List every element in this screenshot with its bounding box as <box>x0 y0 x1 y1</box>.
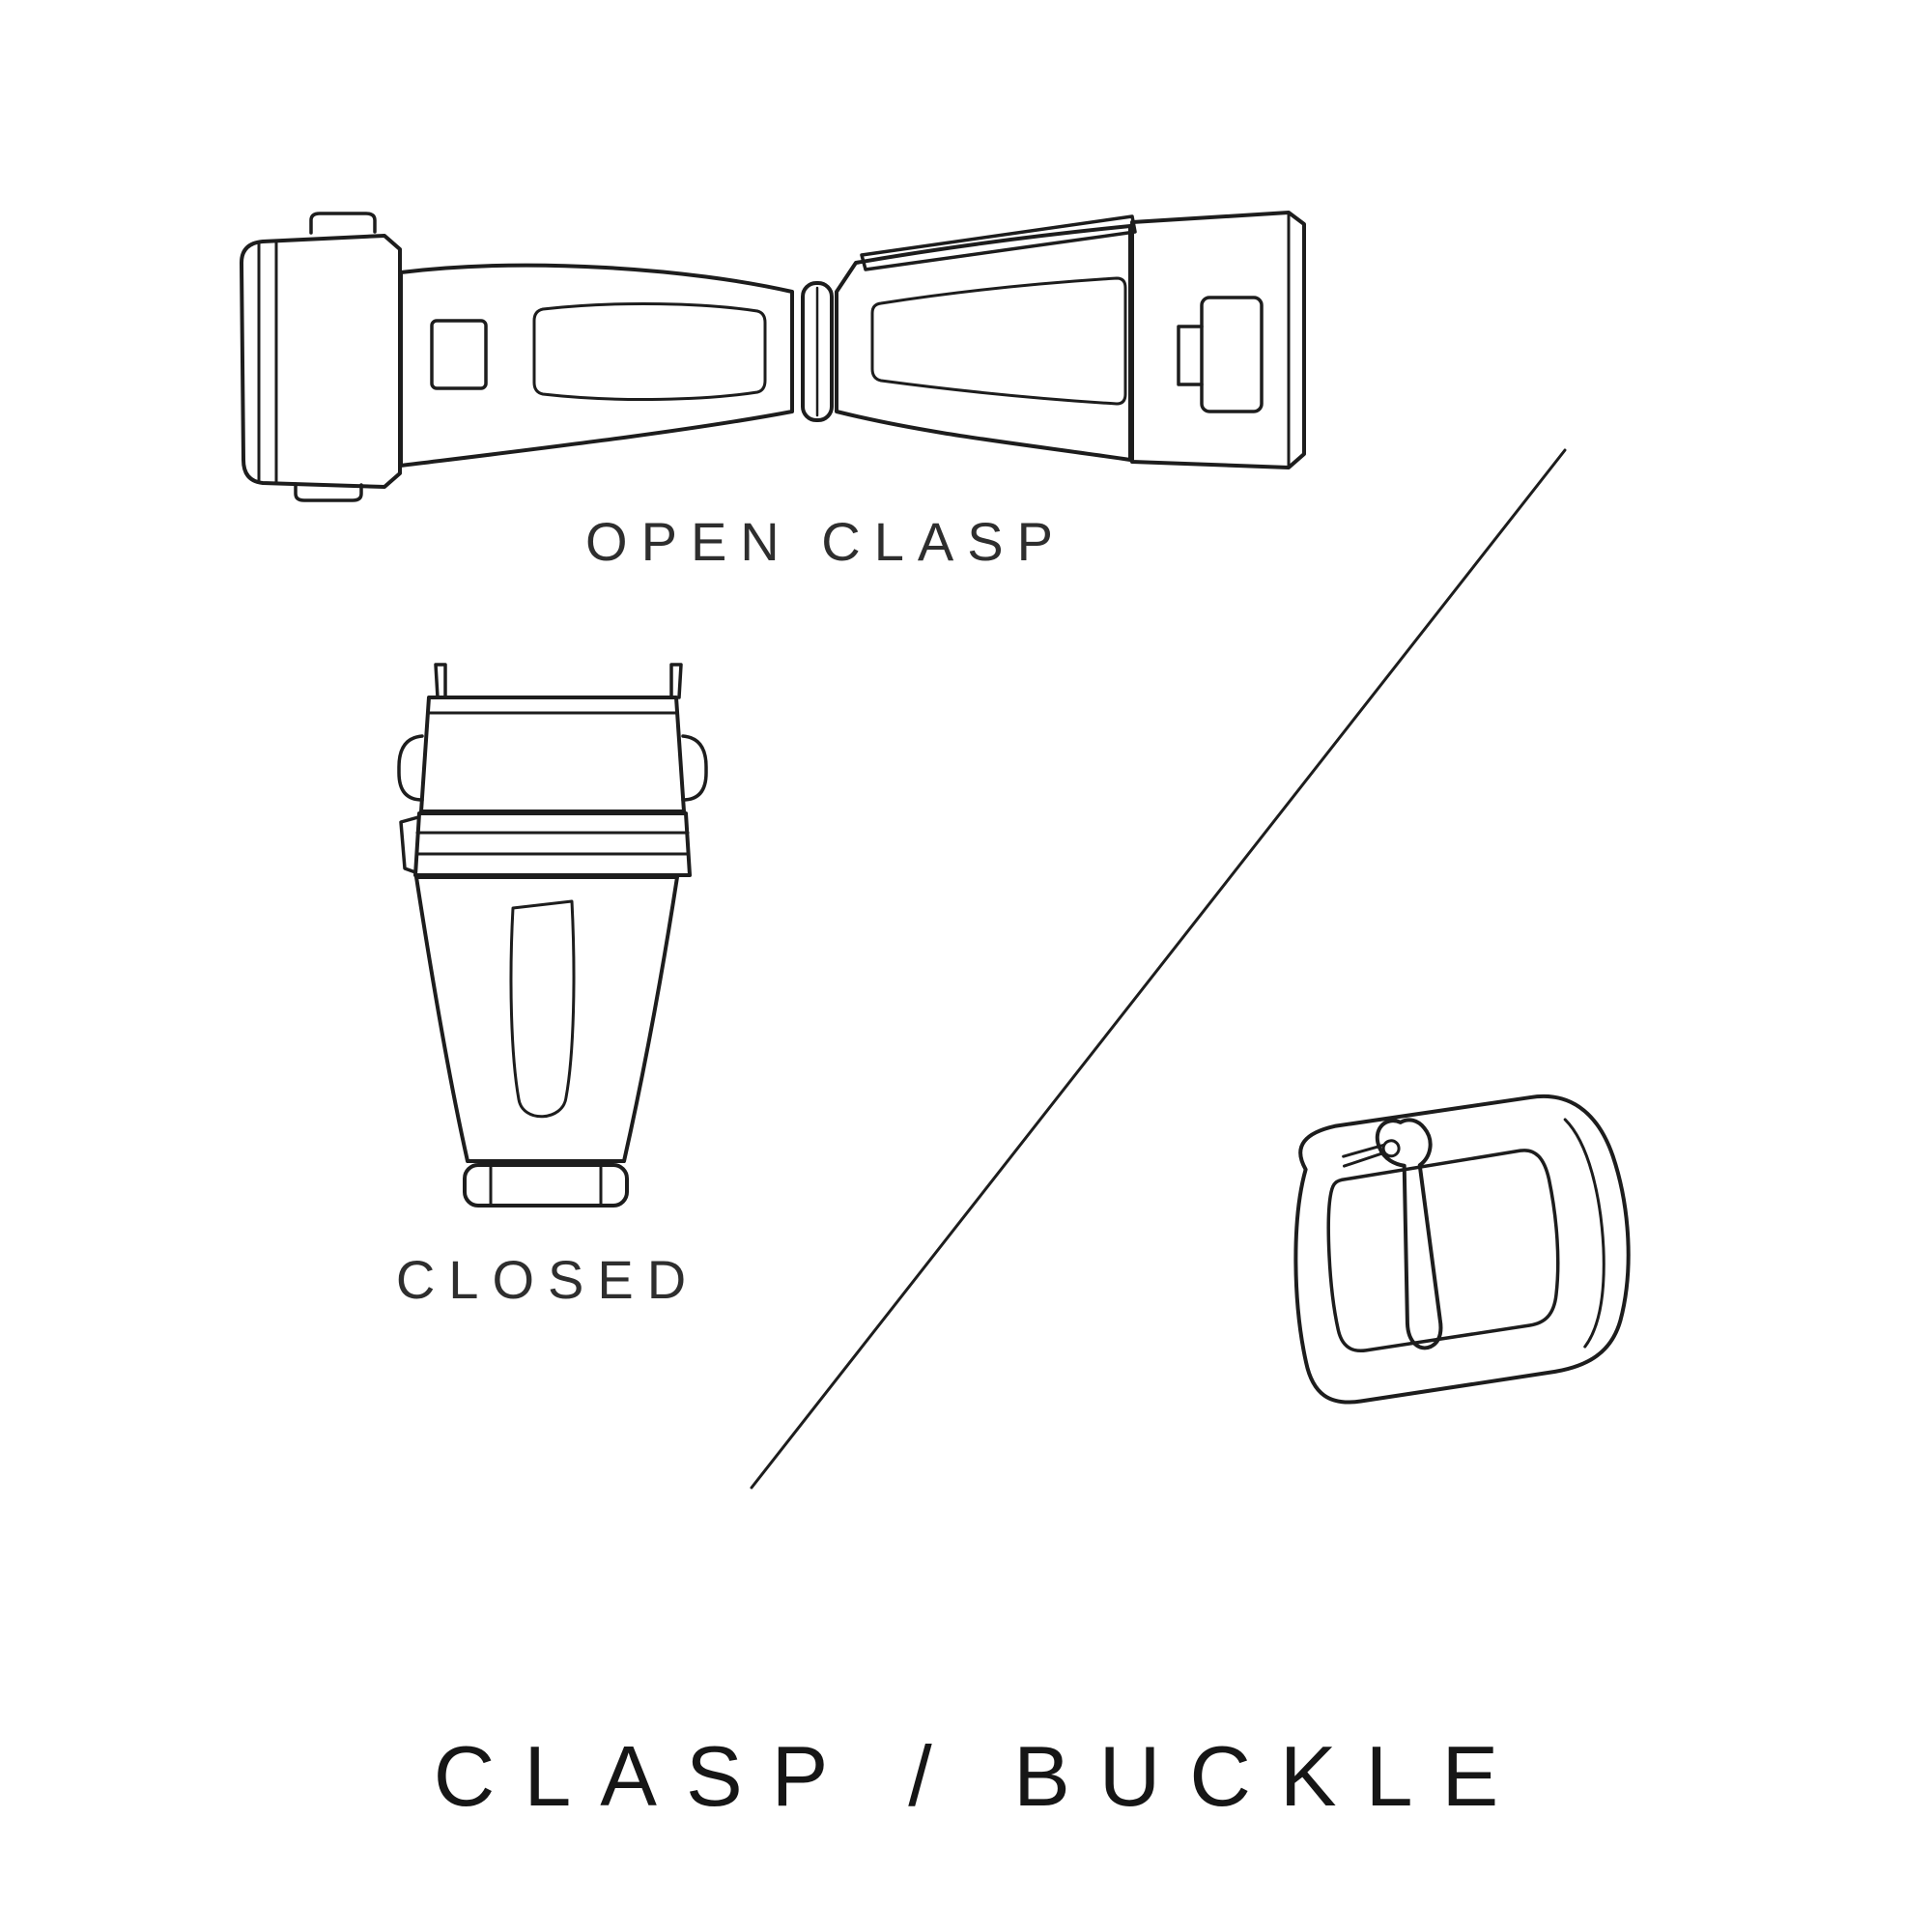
page-title: CLASP / BUCKLE <box>433 1728 1528 1824</box>
buckle-illustration <box>1282 1090 1641 1406</box>
closed-clasp-label: CLOSED <box>395 1249 700 1310</box>
divider-line <box>752 450 1565 1488</box>
closed-clasp-illustration <box>399 665 706 1206</box>
open-clasp-illustration <box>242 213 1304 500</box>
open-clasp-label: OPEN CLASP <box>585 511 1066 572</box>
